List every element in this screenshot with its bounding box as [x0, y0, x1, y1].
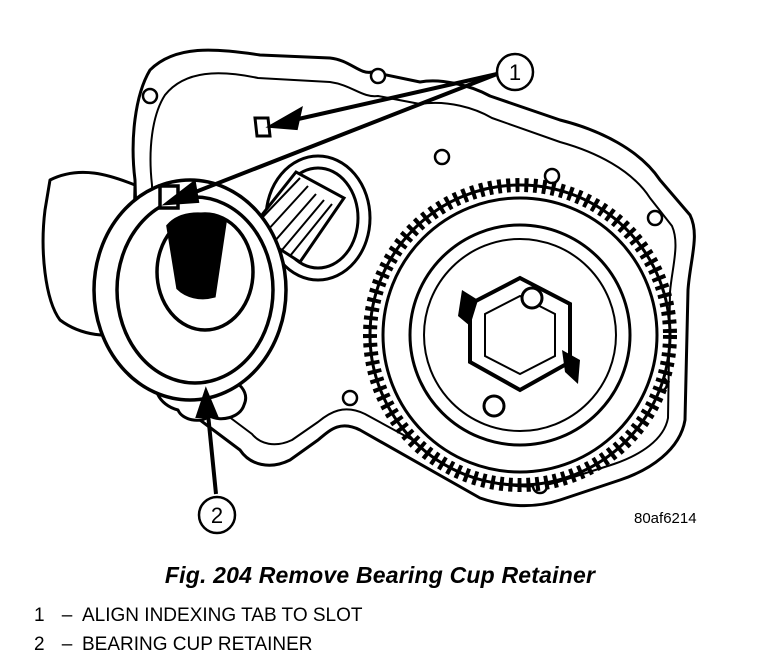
callout-1-number: 1	[509, 60, 521, 85]
callout-2-number: 2	[211, 503, 223, 528]
callout-1-balloon: 1	[495, 52, 535, 92]
drive-gear	[363, 178, 677, 492]
output-shaft	[247, 154, 372, 282]
figure-code: 80af6214	[634, 510, 697, 527]
legend-dash: –	[61, 605, 73, 626]
legend-item: 2–BEARING CUP RETAINER	[34, 630, 363, 659]
bearing-cup-retainer	[92, 178, 288, 402]
legend-text: BEARING CUP RETAINER	[82, 634, 313, 655]
callout-2-leader	[195, 386, 219, 495]
callout-2-balloon: 2	[197, 495, 237, 535]
bearing-cup-retainer-illustration: 1 2	[41, 48, 696, 535]
legend-dash: –	[61, 634, 73, 655]
legend-text: ALIGN INDEXING TAB TO SLOT	[82, 605, 363, 626]
indexing-slot	[253, 116, 272, 138]
figure-caption: Fig. 204 Remove Bearing Cup Retainer	[164, 562, 596, 588]
legend-number: 1	[34, 605, 45, 626]
callout-1-leaders	[161, 72, 498, 206]
legend-number: 2	[34, 634, 45, 655]
callout-legend: 1–ALIGN INDEXING TAB TO SLOT 2–BEARING C…	[34, 601, 363, 659]
legend-item: 1–ALIGN INDEXING TAB TO SLOT	[34, 601, 363, 630]
